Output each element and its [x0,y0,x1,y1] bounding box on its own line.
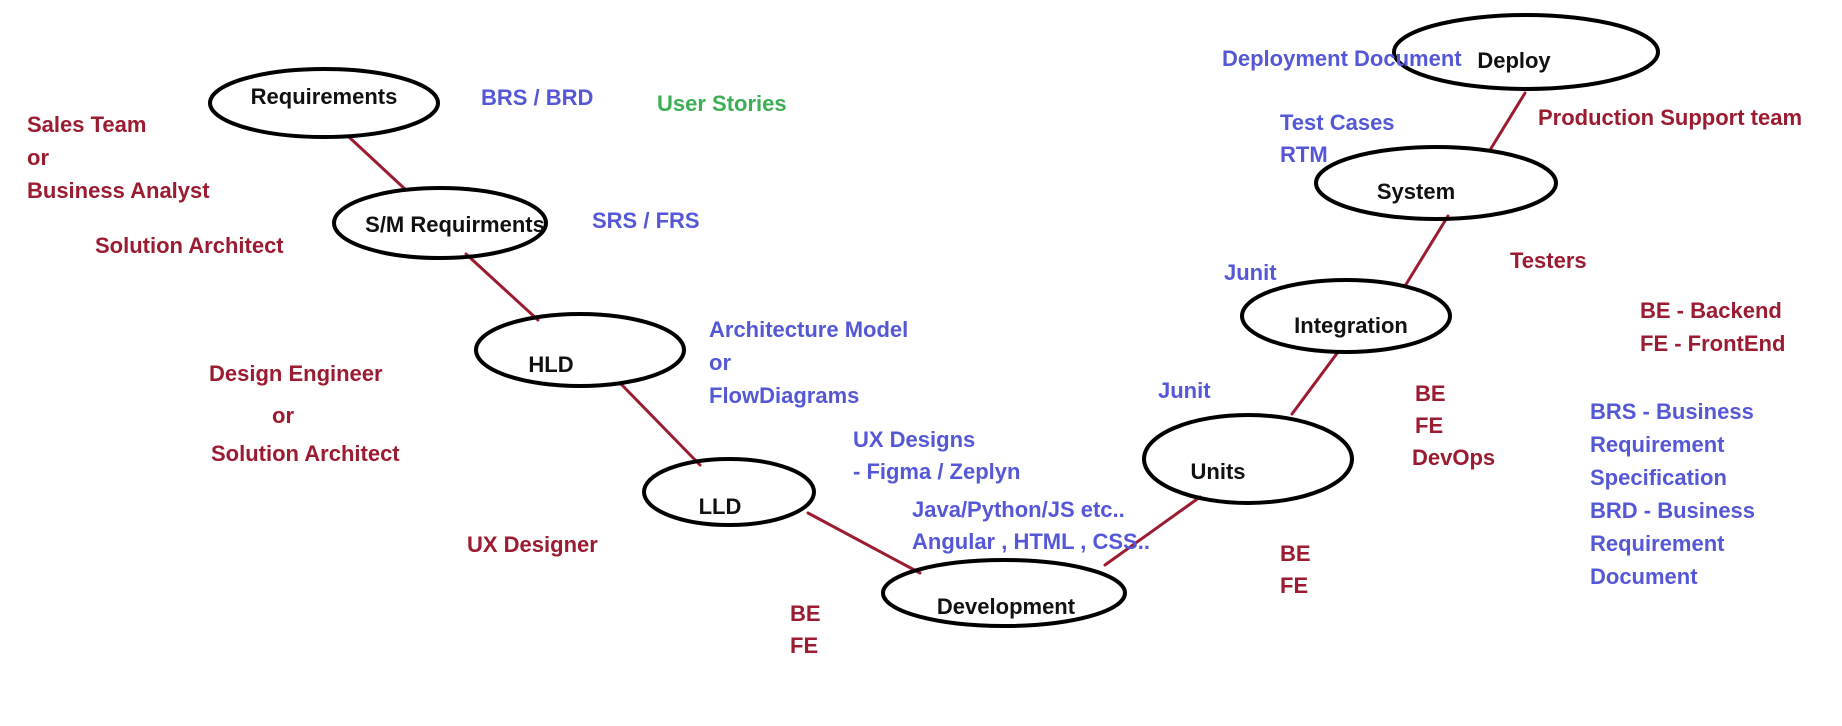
srs-frs-note: SRS / FRS [592,208,700,233]
system-label: System [1376,179,1456,204]
ux-designer-note: UX Designer [467,532,598,557]
tech-stack-note: Java/Python/JS etc.. Angular , HTML , CS… [912,497,1150,554]
integration-team-note: BE FE DevOps [1412,381,1496,470]
connector-hld-lld [618,381,702,467]
testers-note: Testers [1510,248,1587,273]
brs-brd-note: BRS / BRD [481,85,594,110]
dev-team-note: BE FE [790,601,821,658]
design-engineer-note: Design Engineer [209,361,383,386]
integration-label: Integration [1294,313,1408,338]
architecture-note: Architecture Model or FlowDiagrams [709,317,909,408]
definitions-note: BRS - Business Requirement Specification… [1590,399,1756,589]
connector-integration-system [1403,214,1450,288]
requirements-label: Requirements [250,84,398,109]
connector-units-integration [1290,350,1340,416]
system-node [1314,145,1558,221]
units-tests-note: Junit [1158,378,1211,403]
solution-architect-note: Solution Architect [95,233,284,258]
connector-sm-hld [464,252,540,322]
units-node [1142,413,1354,505]
deployment-doc-note: Deployment Document [1222,46,1462,71]
production-support-note: Production Support team [1538,105,1802,130]
hld-label: HLD [528,352,574,377]
sales-team-note: Sales Team or Business Analyst [27,112,210,203]
connector-system-deploy [1488,91,1527,152]
deploy-label: Deploy [1477,48,1551,73]
units-label: Units [1190,459,1246,484]
integration-node [1240,278,1452,354]
development-label: Development [936,594,1076,619]
design-engineer-or: or [272,403,294,428]
abbreviations-note: BE - Backend FE - FrontEnd [1640,298,1786,356]
integration-tests-note: Junit [1224,260,1277,285]
lld-label: LLD [698,494,742,519]
lld-node [642,457,816,527]
connector-development-units [1103,495,1202,567]
design-engineer-alt: Solution Architect [211,441,400,466]
sm-requirements-label: S/M Requirments [365,212,545,237]
sm-requirements-node [332,186,548,260]
user-stories-note: User Stories [657,91,787,116]
units-team-note: BE FE [1280,541,1311,598]
ux-designs-note: UX Designs - Figma / Zeplyn [853,427,1021,484]
connector-lld-development [806,511,922,575]
development-node [881,558,1127,628]
system-tests-note: Test Cases RTM [1280,110,1395,167]
hld-node [474,312,686,388]
connector-requirements-sm [348,136,408,192]
deploy-node [1392,13,1660,91]
requirements-node [208,67,440,139]
